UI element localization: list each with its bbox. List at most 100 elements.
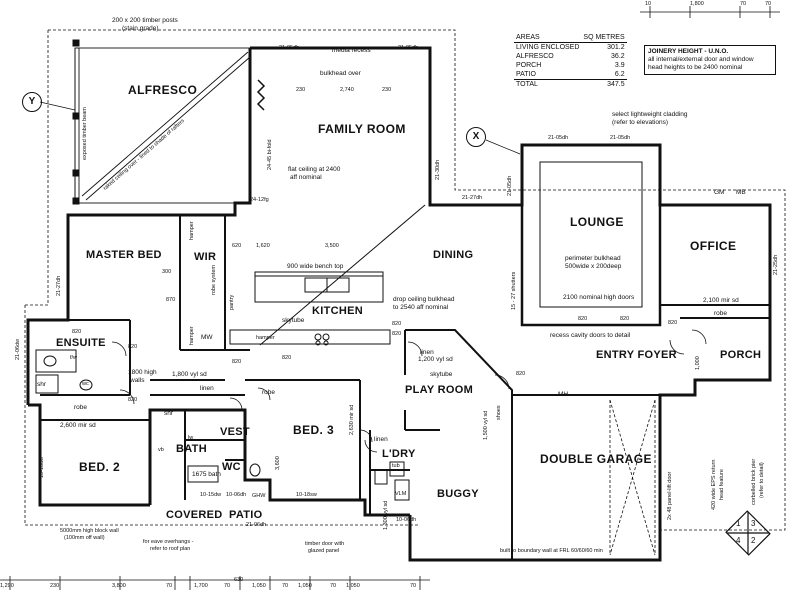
dim-820: 820 <box>668 320 678 326</box>
retaining-note-2: (100mm off wall) <box>64 535 105 541</box>
dim-bottom: 1,700 <box>194 583 208 589</box>
sqm-header: SQ METRES <box>581 33 627 43</box>
posts-note-2: (stain grade) <box>122 25 159 32</box>
dim-21-27dh: 21-27dh <box>56 275 62 296</box>
garage-lines <box>609 399 656 556</box>
roof-outline <box>24 29 786 531</box>
dim-top: 1,800 <box>690 1 704 7</box>
gm-label: GM <box>714 189 725 196</box>
media-recess-note: media recess <box>332 47 371 54</box>
dim-21-05dh: 21-05dh <box>548 135 569 141</box>
room-family: FAMILY ROOM <box>318 122 406 136</box>
bath-size: 1675 bath <box>192 471 221 478</box>
room-entry-foyer: ENTRY FOYER <box>596 349 677 361</box>
dim-820: 820 <box>620 316 630 322</box>
dining-diagonal <box>259 204 426 346</box>
drop-ceiling-note: drop ceiling bulkhead <box>393 296 455 303</box>
area-value: 3.9 <box>614 62 625 69</box>
dim-1000: 1,000 <box>695 356 701 370</box>
vlm-label: VLM <box>395 491 407 497</box>
top-dimension-line <box>640 6 780 18</box>
fixtures <box>35 349 410 501</box>
dim-bottom: 70 <box>282 583 289 589</box>
compass-1: 1 <box>736 519 741 528</box>
room-patio: PATIO <box>229 509 263 521</box>
room-bed2: BED. 2 <box>79 460 121 474</box>
linen-label-3: linen <box>374 436 388 443</box>
eaves-note: for eave overhangs - <box>143 539 194 545</box>
compass-4: 4 <box>736 536 741 545</box>
high-walls-note-2: walls <box>130 377 145 384</box>
robe-system-label: robe system <box>211 265 217 295</box>
recess-cavity-note: recess cavity doors to detail <box>550 332 631 339</box>
shr-label-2: shr <box>164 410 174 417</box>
office-walls <box>659 205 770 325</box>
cladding-note-2: (refer to elevations) <box>612 119 668 126</box>
room-play: PLAY ROOM <box>405 384 474 396</box>
eaves-note-2: refer to roof plan <box>150 546 191 552</box>
mh-label: MH <box>558 391 569 398</box>
room-vest: VEST <box>220 426 250 438</box>
drop-ceiling-note-2: to 2540 aff nominal <box>393 304 449 311</box>
bifold-door <box>256 79 266 111</box>
room-alfresco: ALFRESCO <box>128 83 198 97</box>
dim-820: 820 <box>516 371 526 377</box>
alfresco-outline <box>74 47 251 204</box>
room-wc: WC <box>222 461 241 473</box>
dim-bottom: 70 <box>330 583 337 589</box>
dim-3500: 3,500 <box>325 243 339 249</box>
timber-door-note: timber door with <box>305 541 345 547</box>
dim-820: 820 <box>128 344 138 350</box>
shr-label: shr <box>37 381 47 388</box>
dim-3600: 3,600 <box>275 456 281 470</box>
room-buggy: BUGGY <box>437 488 479 500</box>
exposed-beam-note: exposed timber beam <box>82 107 88 160</box>
dim-21-30dh: 21-30dh <box>435 159 441 180</box>
dim-top: 10 <box>645 1 652 7</box>
lw-label: lw <box>188 435 194 441</box>
dim-bottom: 1,290 <box>0 583 14 589</box>
room-bath: BATH <box>176 443 207 455</box>
joinery-note: JOINERY HEIGHT - U.N.O. all internal/ext… <box>644 45 776 75</box>
bottom-dimension-line <box>0 576 430 590</box>
retaining-note: 5000mm high block wall <box>60 528 119 534</box>
dim-1620: 1,620 <box>256 243 270 249</box>
door-swings <box>111 329 707 453</box>
dim-10-15dw: 10-15dw <box>200 492 222 498</box>
dim-10-06dh: 10-06dh <box>226 492 247 498</box>
dim-620: 620 <box>232 243 242 249</box>
area-value: 301.2 <box>607 44 625 51</box>
cladding-note: select lightweight cladding <box>612 111 688 118</box>
dim-1300-vyl: 1,300 vyl sd <box>383 500 389 530</box>
high-doors-note: 2100 nominal high doors <box>563 294 635 301</box>
vb-label: vb <box>158 447 164 453</box>
linen-label: linen <box>200 385 214 392</box>
bench-top-note: 900 wide bench top <box>287 263 344 270</box>
hamper-label: hamper <box>189 221 195 240</box>
area-label: LIVING ENCLOSED <box>516 44 580 51</box>
room-double-garage: DOUBLE GARAGE <box>540 452 652 466</box>
dim-bottom: 1,050 <box>298 583 312 589</box>
total-label: TOTAL <box>514 79 582 89</box>
room-ldry: L'DRY <box>382 448 416 460</box>
dim-21-27dh: 21-27dh <box>462 195 483 201</box>
room-ensuite: ENSUITE <box>56 337 106 349</box>
flat-ceiling-note: flat ceiling at 2400 <box>288 166 341 173</box>
lounge-inner <box>539 161 643 308</box>
joinery-line2: head heights to be 2400 nominal <box>648 64 743 71</box>
room-porch: PORCH <box>720 349 762 361</box>
skytube-note-2: skytube <box>430 371 453 378</box>
boundary-wall-note: built to boundary wall at FRL 60/60/60 m… <box>500 548 603 554</box>
area-label: PORCH <box>516 62 542 69</box>
compass-3: 3 <box>751 519 756 528</box>
dim-10-18sw: 10-18sw <box>296 492 317 498</box>
dim-820: 820 <box>392 321 402 327</box>
dim-820: 820 <box>578 316 588 322</box>
joinery-title: JOINERY HEIGHT - U.N.O. <box>648 48 729 55</box>
dim-21-05dh: 21-05dh <box>279 45 300 51</box>
dim-top: 70 <box>740 1 747 7</box>
shoes-label: shoes <box>496 405 502 420</box>
perimeter-bulkhead-note: perimeter bulkhead <box>565 255 621 262</box>
panel-lift-note: 2x 48 panel-lift door <box>667 471 673 520</box>
